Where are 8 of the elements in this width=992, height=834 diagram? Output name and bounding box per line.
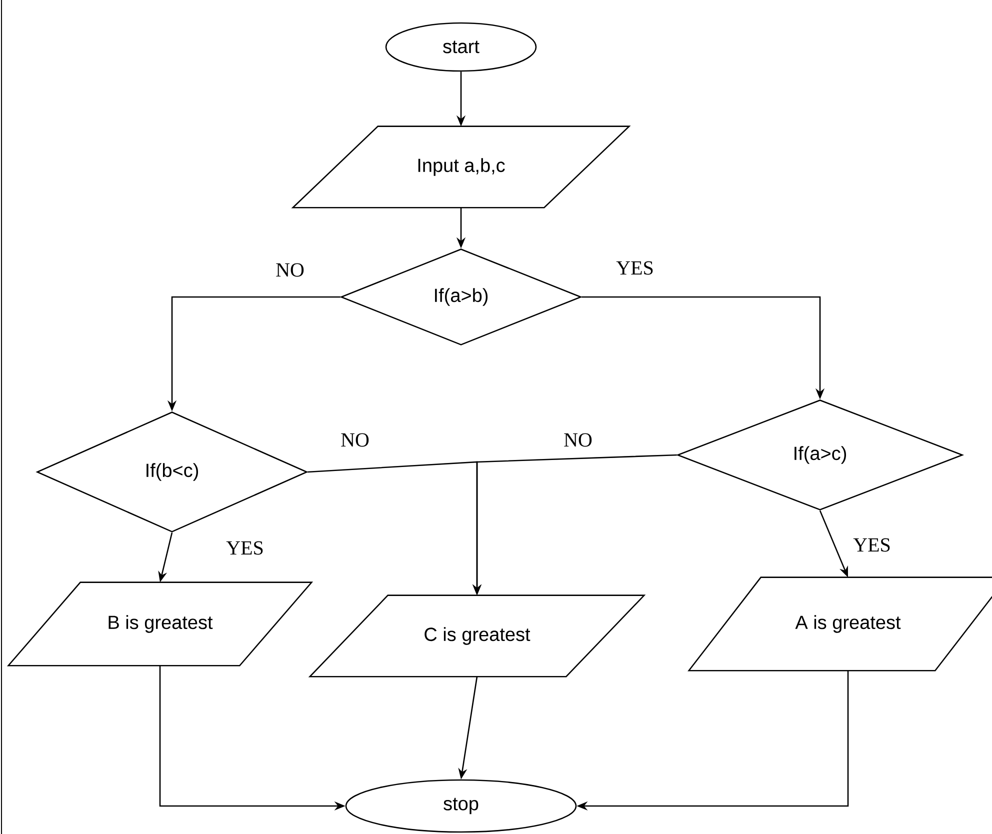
edge-label: NO (274, 262, 306, 278)
edge-label: NO (340, 432, 370, 448)
edge-label: YES (225, 540, 265, 556)
edge-label: NO (562, 432, 594, 448)
edge-label: YES (615, 260, 655, 276)
edge-label: YES (852, 537, 892, 553)
terminal-oval: stop (345, 779, 577, 833)
terminal-oval: start (385, 22, 537, 72)
